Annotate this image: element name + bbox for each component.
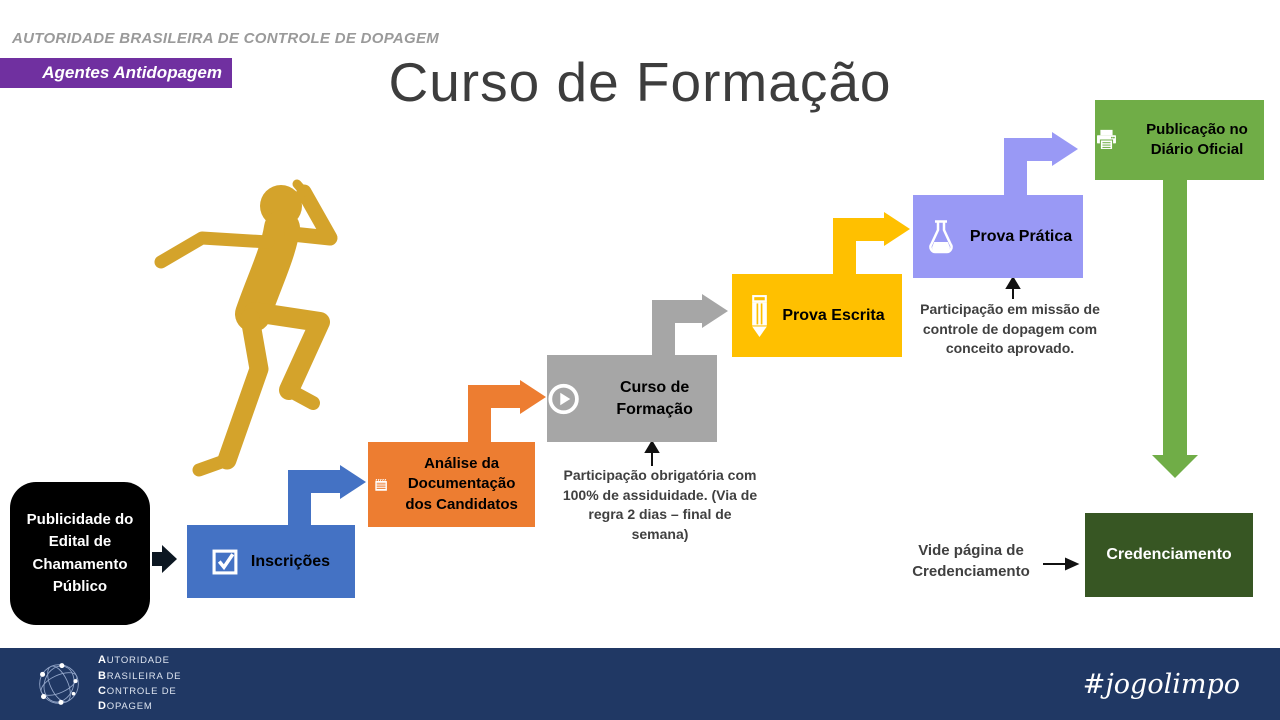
arrow-gray <box>652 294 728 357</box>
arrow-blue <box>288 465 366 527</box>
abcd-logo: Autoridade Brasileira de Controle de Dop… <box>30 653 181 715</box>
step-label: Credenciamento <box>1106 546 1232 564</box>
abcd-logo-text: Autoridade Brasileira de Controle de Dop… <box>98 653 181 715</box>
flask-icon <box>929 219 953 253</box>
step-label: Publicação no Diário Oficial <box>1146 120 1248 158</box>
page-title: Curso de Formação <box>388 51 892 113</box>
checkbox-icon <box>212 549 238 575</box>
step-inscricoes: Inscrições <box>187 525 355 598</box>
step-prova-pratica: Prova Prática <box>913 195 1083 278</box>
note-curso-formacao: Participação obrigatória com 100% de ass… <box>562 467 758 542</box>
step-credenciamento: Credenciamento <box>1085 513 1253 597</box>
logo-line: Autoridade <box>98 654 170 667</box>
step-label: Publicidade do Edital de Chamamento Públ… <box>26 510 134 596</box>
step-label: Prova Prática <box>969 227 1073 245</box>
logo-line: Controle de <box>98 685 177 697</box>
note-prova-pratica: Participação em missão de controle de do… <box>920 301 1100 357</box>
arrow-black <box>152 545 177 573</box>
play-icon <box>548 383 579 414</box>
printer-icon <box>1097 129 1116 150</box>
logo-line: Brasileira de <box>98 669 182 682</box>
arrow-gold <box>833 212 910 276</box>
arrow-purple <box>1004 132 1078 197</box>
step-label: Inscrições <box>250 552 331 570</box>
notepad-icon <box>375 478 387 491</box>
runner-silhouette <box>154 179 338 477</box>
step-label: Prova Escrita <box>782 306 885 324</box>
step-prova-escrita: Prova Escrita <box>732 274 902 357</box>
arrow-green-down <box>1152 178 1198 478</box>
logo-line: Dopagem <box>98 700 153 713</box>
step-publicacao-diario: Publicação no Diário Oficial <box>1095 100 1264 180</box>
agentes-banner-label: Agentes Antidopagem <box>42 63 222 82</box>
step-analise-documentacao: Análise da Documentação dos Candidatos <box>368 442 535 527</box>
jogolimpo-hashtag: #jogolimpo <box>1082 668 1240 700</box>
note-vide-credenciamento: Vide página de Credenciamento <box>912 542 1030 580</box>
brand-header: AUTORIDADE BRASILEIRA DE CONTROLE DE DOP… <box>12 30 440 47</box>
step-label: Curso de Formação <box>616 378 693 418</box>
pencil-icon <box>752 294 768 337</box>
footer-bar: Autoridade Brasileira de Controle de Dop… <box>0 648 1280 720</box>
agentes-banner: Agentes Antidopagem <box>0 58 232 88</box>
step-publicidade-edital: Publicidade do Edital de Chamamento Públ… <box>10 482 150 625</box>
step-label: Análise da Documentação dos Candidatos <box>405 455 518 513</box>
abcd-sphere-icon <box>39 663 79 705</box>
step-curso-formacao: Curso de Formação <box>547 355 717 442</box>
arrow-orange <box>468 380 546 444</box>
